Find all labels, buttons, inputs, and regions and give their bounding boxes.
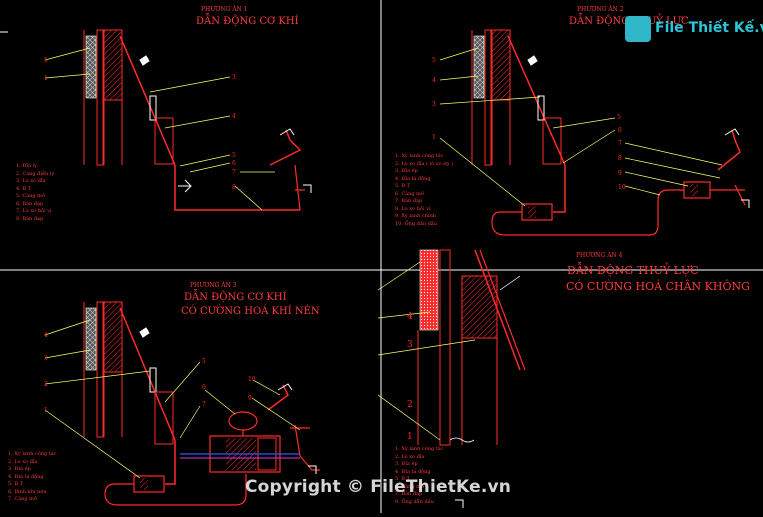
callout-number: 4 xyxy=(407,312,413,322)
legend-item: 6. Bình khí nén xyxy=(8,488,47,495)
callout-number: 1 xyxy=(44,407,48,414)
panel-2-mechanism xyxy=(439,29,750,236)
legend-item: 1. Xy lanh công tác xyxy=(395,153,444,159)
logo-text: File Thiết Kế.vn xyxy=(655,20,763,36)
callout-number: 5 xyxy=(232,152,236,159)
callout-number: 8 xyxy=(618,155,622,162)
callout-number: 1 xyxy=(407,432,413,442)
callout-number: 1 xyxy=(432,134,436,141)
legend-item: 1. Xy lanh công tác xyxy=(8,451,57,457)
panel-4-title: DẪN ĐỘNG THUỶ LỰC xyxy=(567,264,699,277)
panel-1-legend: 1. Đĩa ly 2. Càng điều ly 3. Lò xo đĩa 4… xyxy=(16,163,54,223)
panel-3-mechanism xyxy=(44,301,320,506)
callout-number: 9 xyxy=(248,395,252,402)
legend-item: 3. Đĩa ép xyxy=(395,461,418,467)
legend-item: 10. Ống dẫn dầu xyxy=(395,220,438,227)
callout-number: 7 xyxy=(618,140,622,147)
panel-4-mechanism xyxy=(377,249,526,508)
legend-item: 7. Lò xo hồi vị xyxy=(16,208,52,214)
legend-item: 6. Càng mở xyxy=(395,190,424,197)
panel-4-title-small: PHƯƠNG ÁN 4 xyxy=(576,252,623,259)
watermark: Copyright © FileThietKe.vn xyxy=(245,477,512,497)
legend-item: 6. Bàn đạp xyxy=(16,200,44,207)
panel-3-legend: 1. Xy lanh công tác 2. Lò xo đĩa 3. Đĩa … xyxy=(8,451,57,504)
legend-item: 3. Đĩa ép xyxy=(8,466,31,472)
legend-item: 6. Càng mở xyxy=(395,483,424,490)
legend-item: 3. Đĩa ép xyxy=(395,168,418,174)
callout-number: 2 xyxy=(407,400,413,410)
legend-item: 2. Lò xo đĩa ( lò xo ép ) xyxy=(395,160,453,167)
callout-number: 5 xyxy=(202,358,206,365)
callout-number: 3 xyxy=(232,74,236,81)
callout-number: 5 xyxy=(44,57,48,64)
legend-item: 4. B T xyxy=(16,185,31,192)
legend-item: 8. Lò xo hồi vị xyxy=(395,205,431,212)
panel-2-legend: 1. Xy lanh công tác 2. Lò xo đĩa ( lò xo… xyxy=(395,153,453,228)
panel-4-title-2: CÓ CƯỜNG HOÁ CHÂN KHÔNG xyxy=(566,280,750,293)
panel-1-title-small: PHƯƠNG ÁN 1 xyxy=(201,6,248,13)
legend-item: 9. Xy lanh chính xyxy=(395,213,437,219)
callout-number: 4 xyxy=(44,332,48,339)
legend-item: 5. B T xyxy=(395,183,410,189)
panel-3-title-2: CÓ CƯỜNG HOÁ KHÍ NÉN xyxy=(181,306,320,317)
legend-item: 1. Xy lanh công tác xyxy=(395,446,444,452)
legend-item: 2. Lò xo đĩa xyxy=(8,458,38,465)
callout-number: 5 xyxy=(432,57,436,64)
panel-1-title: DẪN ĐỘNG CƠ KHÍ xyxy=(196,16,299,27)
callout-number: 3 xyxy=(44,355,48,362)
legend-item: 4. Đĩa bị động xyxy=(395,468,431,475)
panel-3-title-small: PHƯƠNG ÁN 3 xyxy=(190,282,237,289)
panel-1-mechanism xyxy=(44,29,312,211)
legend-item: 7. Bàn đạp xyxy=(395,491,423,497)
callout-number: 2 xyxy=(44,381,48,388)
legend-item: 1. Đĩa ly xyxy=(16,163,37,169)
callout-number: 6 xyxy=(232,160,236,167)
callout-number: 5 xyxy=(617,114,621,121)
callout-number: 6 xyxy=(618,127,622,134)
legend-item: 7. Càng mở xyxy=(8,496,37,502)
panel-4-legend: 1. Xy lanh công tác 2. Lò xo đĩa 3. Đĩa … xyxy=(395,446,444,506)
callout-number: 10 xyxy=(618,184,626,191)
legend-item: 5. B T xyxy=(8,481,23,487)
panel-2-title-small: PHƯƠNG ÁN 2 xyxy=(577,6,624,13)
logo: File Thiết Kế.vn xyxy=(625,14,763,44)
file-thiet-ke-logo-icon xyxy=(625,16,651,42)
callout-number: 4 xyxy=(432,77,436,84)
callout-number: 9 xyxy=(618,170,622,177)
legend-item: 5. B T xyxy=(395,476,410,482)
legend-item: 2. Lò xo đĩa xyxy=(395,453,425,460)
callout-number: 3 xyxy=(432,101,436,108)
callout-number: 3 xyxy=(407,340,413,350)
legend-item: 5. Càng mở xyxy=(16,193,45,199)
legend-item: 4. Đĩa bị động xyxy=(8,473,44,480)
callout-number: 10 xyxy=(248,376,256,383)
callout-number: 7 xyxy=(202,401,206,408)
callout-number: 8 xyxy=(232,184,236,191)
legend-item: 4. Đĩa bị động xyxy=(395,175,431,182)
panel-3-title: DẪN ĐỘNG CƠ KHÍ xyxy=(184,292,287,303)
legend-item: 8. Ống dẫn dầu xyxy=(395,498,435,505)
legend-item: 2. Càng điều ly xyxy=(16,170,55,177)
legend-item: 7. Bàn đạp xyxy=(395,198,423,204)
callout-number: 7 xyxy=(232,169,236,176)
callout-number: 4 xyxy=(232,113,236,120)
legend-item: 3. Lò xo đĩa xyxy=(16,178,46,184)
callout-number: 6 xyxy=(202,384,206,391)
callout-number: 1 xyxy=(44,75,48,82)
legend-item: 8. Bàn đạp xyxy=(16,215,44,222)
